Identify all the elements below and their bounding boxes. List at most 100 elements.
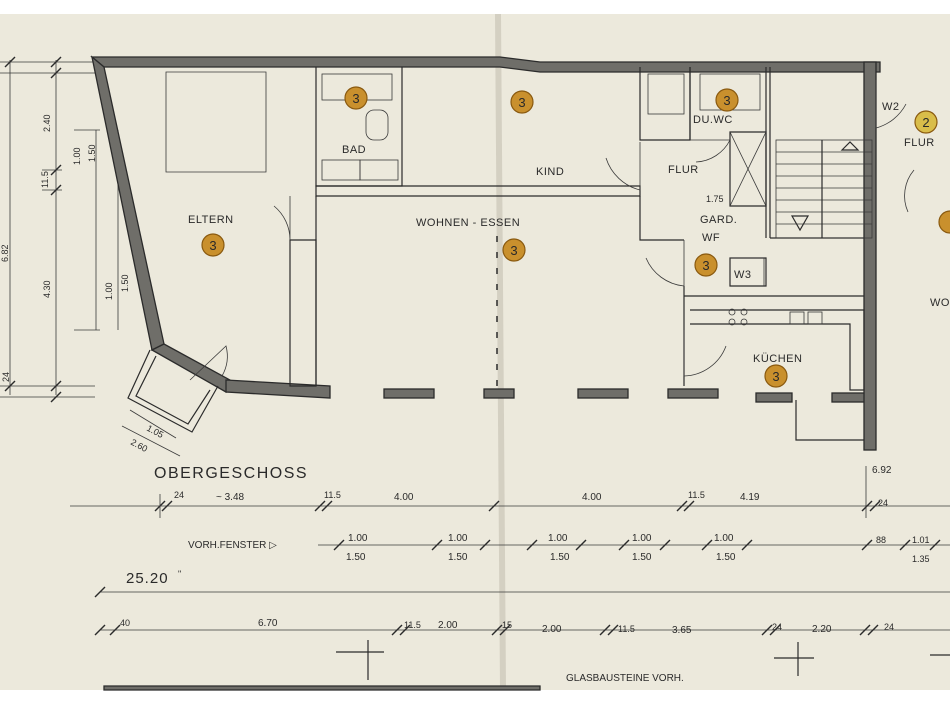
dim-2-00-b: 2.00 (542, 624, 562, 635)
room-labels: ELTERN BAD KIND FLUR DU.WC WOHNEN - ESSE… (188, 101, 949, 365)
dimension-row-1: 24 ~ 3.48 11.5 4.00 4.00 11.5 4.19 6.92 … (70, 465, 950, 518)
svg-text:3: 3 (702, 258, 709, 273)
window-bottom-5: 1.50 (716, 552, 736, 563)
marker-eltern: 3 (201, 233, 225, 257)
dim-3-48: ~ 3.48 (216, 492, 245, 503)
window-bottom-4: 1.50 (632, 552, 652, 563)
dim-11-5-row3b: 11.5 (618, 624, 635, 634)
window-bottom-2: 1.50 (448, 552, 468, 563)
room-label-kind: KIND (536, 166, 564, 178)
svg-text:3: 3 (772, 369, 779, 384)
marker-wohnen: 3 (502, 238, 526, 262)
svg-text:3: 3 (352, 91, 359, 106)
dim-4-00-a: 4.00 (394, 492, 414, 503)
window-dimension-row: VORH.FENSTER ▷ 1.00 1.00 1.00 1.00 1.00 … (188, 533, 950, 564)
room-label-eltern: ELTERN (188, 214, 234, 226)
dim-24-row3b: 24 (884, 622, 894, 632)
dim-1-01: 1.01 (912, 535, 930, 545)
svg-text:3: 3 (510, 243, 517, 258)
dim-1-35: 1.35 (912, 554, 930, 564)
dim-6-82: 6.82 (0, 244, 10, 262)
staircase (775, 139, 873, 239)
marker-kuechen: 3 (764, 364, 788, 388)
marker-du-wc: 3 (715, 88, 739, 112)
dim-1-00-bottom: 1.00 (104, 282, 114, 300)
dim-11-5-row1b: 11.5 (688, 490, 705, 500)
dim-6-92: 6.92 (872, 465, 892, 476)
gard-dimension: 1.75 (706, 194, 724, 204)
window-top-1: 1.00 (348, 533, 368, 544)
room-label-bad: BAD (342, 144, 366, 156)
window-top-3: 1.00 (548, 533, 568, 544)
room-label-w3: W3 (734, 269, 752, 281)
svg-text:3: 3 (209, 238, 216, 253)
window-top-4: 1.00 (632, 533, 652, 544)
paper-fold (495, 13, 506, 691)
reference-crosses (336, 640, 950, 680)
total-width-mark: " (178, 569, 181, 579)
exterior-walls (90, 55, 881, 451)
dim-24-row1b: 24 (878, 498, 888, 508)
window-bottom-1: 1.50 (346, 552, 366, 563)
dim-1-00-top: 1.00 (72, 147, 82, 165)
dim-2-40: 2.40 (42, 114, 52, 132)
room-label-gard: GARD. (700, 214, 737, 226)
dim-2-00-a: 2.00 (438, 620, 458, 631)
dimension-row-3: 40 6.70 11.5 2.00 15 2.00 11.5 3.65 24 2… (94, 618, 950, 636)
dim-1-50-top: 1.50 (87, 144, 97, 162)
dim-88: 88 (876, 535, 886, 545)
room-label-wohnen-essen: WOHNEN - ESSEN (416, 217, 520, 229)
dim-15: 15 (502, 620, 512, 630)
marker-wf: 3 (694, 253, 718, 277)
door-swings (189, 80, 915, 381)
dim-3-65: 3.65 (672, 625, 692, 636)
room-markers: 3 3 3 3 3 3 3 2 (201, 86, 950, 388)
dim-2-20: 2.20 (812, 624, 832, 635)
dim-1-05: 1.05 (145, 423, 165, 440)
marker-kind: 3 (510, 90, 534, 114)
svg-text:3: 3 (518, 95, 525, 110)
marker-w2: 2 (914, 110, 938, 134)
marker-right-partial (938, 210, 950, 234)
total-width-label: 25.20 (126, 570, 169, 587)
dim-2-60: 2.60 (129, 437, 149, 454)
dim-11-5-left: 11.5 (40, 171, 50, 188)
interior-walls (289, 67, 865, 441)
overall-dimension: 25.20 " (94, 569, 950, 598)
room-label-du-wc: DU.WC (693, 114, 733, 126)
room-label-kuechen: KÜCHEN (753, 353, 802, 365)
svg-text:3: 3 (723, 93, 730, 108)
dim-4-00-b: 4.00 (582, 492, 602, 503)
bed-outline (165, 71, 267, 173)
lower-floor-wall-hint (103, 685, 541, 691)
window-top-5: 1.00 (714, 533, 734, 544)
marker-bad: 3 (344, 86, 368, 110)
svg-text:2: 2 (922, 115, 929, 130)
window-top-2: 1.00 (448, 533, 468, 544)
dim-4-19: 4.19 (740, 492, 760, 503)
dim-40: 40 (120, 618, 130, 628)
dim-24-row1a: 24 (174, 490, 184, 500)
room-label-flur-right: FLUR (904, 137, 935, 149)
room-label-wf: WF (702, 232, 720, 244)
window-bottom-3: 1.50 (550, 552, 570, 563)
dim-1-50-bottom: 1.50 (120, 274, 130, 292)
dim-11-5-row3a: 11.5 (404, 620, 421, 630)
glasbausteine-label: GLASBAUSTEINE VORH. (566, 673, 684, 684)
left-dimension-lines (0, 56, 119, 403)
bay-dimensions: 1.05 2.60 (121, 409, 181, 457)
dim-11-5-row1a: 11.5 (324, 490, 341, 500)
room-label-flur: FLUR (668, 164, 699, 176)
dim-6-70: 6.70 (258, 618, 278, 629)
dim-4-30: 4.30 (42, 280, 52, 298)
dim-24-row3a: 24 (772, 622, 782, 632)
bay-window (127, 349, 219, 433)
floor-title: OBERGESCHOSS (154, 465, 308, 482)
vorh-fenster-label: VORH.FENSTER ▷ (188, 540, 277, 551)
dim-24-left: 24 (1, 372, 11, 382)
room-label-w2: W2 (882, 101, 900, 113)
kitchen-stove (728, 308, 823, 326)
left-dimension-labels: 2.40 1.50 1.00 11.5 6.82 4.30 1.50 1.00 … (0, 114, 130, 382)
